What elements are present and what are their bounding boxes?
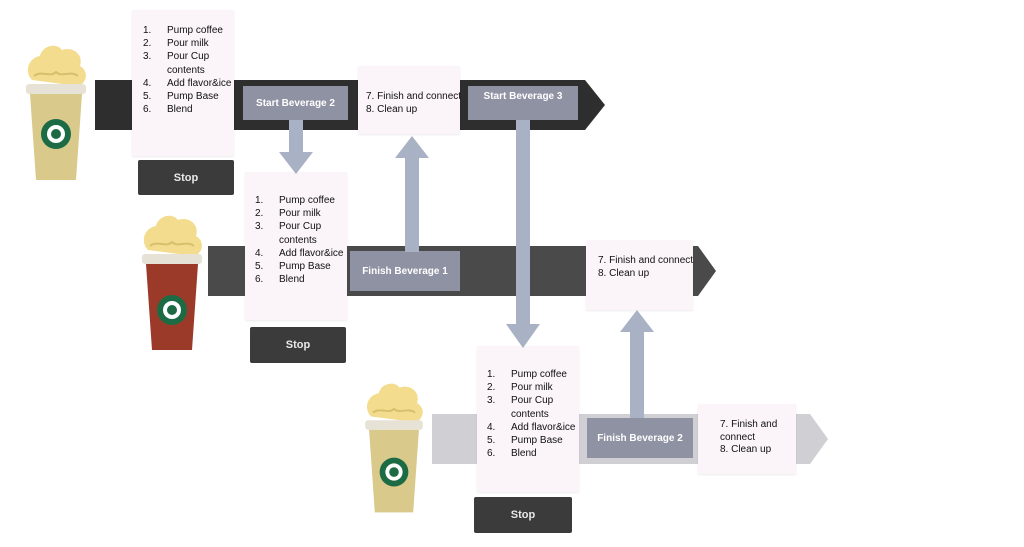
row-1-step-list: 1.Pump coffee 2.Pour milk 3.Pour Cup con… <box>143 24 233 116</box>
step-item: 4.Add flavor&ice <box>487 421 576 433</box>
step-item: 3.Pour Cup contents <box>487 395 554 420</box>
step-item: 5.Pump Base <box>487 435 563 447</box>
step-item: 2.Pour milk <box>255 208 321 220</box>
row-1-frappuccino-cup-icon <box>26 45 86 180</box>
finish-step-line: 8. Clean up <box>720 444 772 455</box>
start-beverage-2-label: Start Beverage 2 <box>243 86 348 120</box>
row-3-stop-button[interactable]: Stop <box>474 497 572 533</box>
finish-step-line: 7. Finish and connect <box>720 419 778 443</box>
row-2-stop-button[interactable]: Stop <box>250 327 346 363</box>
row-2-frappuccino-cup-icon <box>142 215 202 350</box>
row-2-step-list: 1.Pump coffee 2.Pour milk 3.Pour Cup con… <box>255 194 345 286</box>
row-3-finish-card: 7. Finish and connect 8. Clean up <box>698 404 796 474</box>
arrow-down-icon <box>279 120 313 174</box>
step-item: 5.Pump Base <box>255 261 331 273</box>
row-1-stop-button[interactable]: Stop <box>138 160 234 195</box>
finish-step-line: 7. Finish and connect <box>366 91 462 102</box>
row-3-step-list: 1.Pump coffee 2.Pour milk 3.Pour Cup con… <box>487 368 575 460</box>
row-1-finish-card: 7. Finish and connect 8. Clean up <box>358 66 462 134</box>
arrow-down-icon <box>506 120 540 348</box>
step-item: 1.Pump coffee <box>487 369 567 380</box>
arrow-up-icon <box>395 136 429 252</box>
step-item: 5.Pump Base <box>143 91 219 103</box>
start-beverage-3-label: Start Beverage 3 <box>468 86 578 120</box>
finish-beverage-1-label: Finish Beverage 1 <box>350 251 460 291</box>
row-1-steps-card: 1.Pump coffee 2.Pour milk 3.Pour Cup con… <box>132 10 234 156</box>
finish-beverage-2-label: Finish Beverage 2 <box>587 418 693 458</box>
step-item: 3.Pour Cup contents <box>143 51 210 76</box>
step-item: 2.Pour milk <box>487 382 553 394</box>
step-item: 2.Pour milk <box>143 38 209 50</box>
step-item: 6.Blend <box>255 274 305 286</box>
step-item: 6.Blend <box>487 448 537 460</box>
row-2-steps-card: 1.Pump coffee 2.Pour milk 3.Pour Cup con… <box>245 172 347 320</box>
step-item: 6.Blend <box>143 104 193 116</box>
step-item: 3.Pour Cup contents <box>255 221 322 246</box>
row-3-frappuccino-cup-icon <box>365 383 423 513</box>
arrow-up-icon <box>620 310 654 418</box>
finish-step-line: 8. Clean up <box>366 104 418 115</box>
finish-step-line: 8. Clean up <box>598 268 650 279</box>
step-item: 4.Add flavor&ice <box>143 77 232 89</box>
row-2-finish-card: 7. Finish and connect 8. Clean up <box>586 240 693 310</box>
step-item: 4.Add flavor&ice <box>255 247 344 259</box>
row-3-steps-card: 1.Pump coffee 2.Pour milk 3.Pour Cup con… <box>477 346 579 492</box>
step-item: 1.Pump coffee <box>143 25 223 36</box>
finish-step-line: 7. Finish and connect <box>598 255 694 266</box>
step-item: 1.Pump coffee <box>255 195 335 206</box>
